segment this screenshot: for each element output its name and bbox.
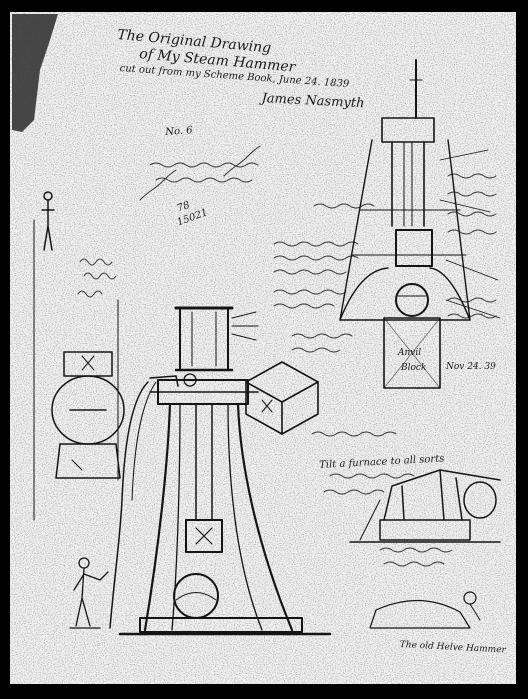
helve-hammer-drawing bbox=[349, 469, 501, 629]
smudge-top-left bbox=[12, 14, 58, 132]
label-block: Block bbox=[401, 363, 427, 373]
workman-figure bbox=[69, 557, 109, 629]
main-steam-hammer-drawing bbox=[109, 306, 332, 636]
upper-right-hammer-drawing bbox=[339, 59, 501, 389]
label-date-nov: Nov 24. 39 bbox=[446, 362, 496, 372]
left-sketches bbox=[33, 191, 125, 521]
reference-number: No. 6 bbox=[164, 125, 193, 138]
handwritten-notes bbox=[77, 145, 497, 567]
label-anvil: Anvil bbox=[398, 348, 422, 358]
perspective-box bbox=[245, 361, 319, 435]
